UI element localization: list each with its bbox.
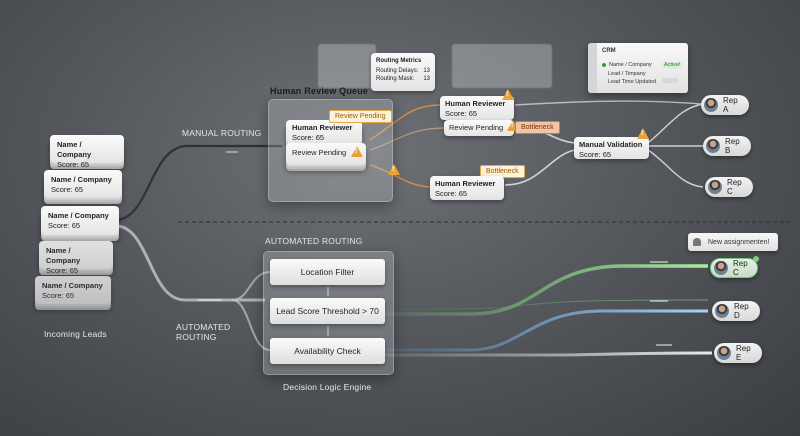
lead-name: Name / Company xyxy=(42,281,103,290)
lead-score: Score: 65 xyxy=(46,266,79,276)
human-review-queue-title: Human Review Queue xyxy=(270,86,369,96)
lead-card[interactable]: Name / Company Score: 65 xyxy=(50,135,124,169)
validation-title: Manual Validation xyxy=(579,140,643,149)
warning-icon: ! xyxy=(507,120,519,131)
rep-c-automated[interactable]: Rep C xyxy=(710,258,758,278)
metric-row: Routing Mask: 13 xyxy=(376,75,430,83)
crm-sidebar xyxy=(588,43,597,93)
notification-text: New assignmenten! xyxy=(708,238,770,246)
metric-row: Routing Delays: 13 xyxy=(376,67,430,75)
warning-icon: ! xyxy=(388,164,400,175)
routing-metrics-title: Routing Metrics xyxy=(376,58,422,64)
background-panel xyxy=(318,44,376,88)
online-indicator-icon xyxy=(753,256,759,262)
crm-card: CRM Name / Company Lead / Timpany Lead T… xyxy=(588,43,688,93)
availability-check-step[interactable]: Availability Check xyxy=(270,338,385,364)
reviewer-title: Human Reviewer xyxy=(292,123,353,132)
avatar xyxy=(717,346,731,360)
location-filter-step[interactable]: Location Filter xyxy=(270,259,385,285)
crm-row: Name / Company xyxy=(602,62,652,68)
metric-value: 13 xyxy=(423,68,430,75)
lead-score: Score: 65 xyxy=(42,291,75,301)
crm-active-tag: Active! xyxy=(662,62,683,68)
lead-score: Score: 65 xyxy=(51,185,84,195)
rep-e[interactable]: Rep E xyxy=(714,343,762,363)
rep-a[interactable]: Rep A xyxy=(701,95,749,115)
validation-score: Score: 65 xyxy=(579,150,612,160)
warning-icon: ! xyxy=(637,128,649,139)
reviewer-score: Score: 65 xyxy=(445,109,478,119)
rep-d[interactable]: Rep D xyxy=(712,301,760,321)
lead-name: Name / Company xyxy=(57,140,92,160)
metric-value: 13 xyxy=(423,76,430,83)
lead-name: Name / Company xyxy=(51,175,112,184)
warning-icon: ! xyxy=(502,89,514,100)
incoming-leads-caption: Incoming Leads xyxy=(44,329,107,339)
avatar xyxy=(708,180,722,194)
automated-routing-title: AUTOMATED ROUTING xyxy=(265,236,363,246)
crm-line: Name / Company xyxy=(609,62,652,68)
rep-name: Rep C xyxy=(727,178,742,196)
bell-icon xyxy=(693,238,701,246)
queue-reviewer-card[interactable]: Human Reviewer Score: 65 xyxy=(286,120,362,144)
automated-side-label-2: ROUTING xyxy=(176,332,217,342)
avatar xyxy=(706,139,720,153)
lead-score: Score: 65 xyxy=(48,221,81,231)
reviewer-card-top[interactable]: Human Reviewer Score: 65 xyxy=(440,96,514,120)
rep-name: Rep E xyxy=(736,344,751,362)
rep-name: Rep D xyxy=(734,302,749,320)
reviewer-status-card[interactable]: Review Pending xyxy=(444,120,514,136)
reviewer-title: Human Reviewer xyxy=(435,179,496,188)
queue-status-card[interactable]: Review Pending xyxy=(286,143,366,165)
manual-validation-card[interactable]: Manual Validation Score: 65 xyxy=(574,137,649,159)
rep-name: Rep A xyxy=(723,96,738,114)
review-status: Review Pending xyxy=(292,148,347,157)
rep-c-manual[interactable]: Rep C xyxy=(705,177,753,197)
rep-b[interactable]: Rep B xyxy=(703,136,751,156)
lead-card[interactable]: Name / Company Score: 65 xyxy=(39,241,113,275)
metric-label: Routing Delays: xyxy=(376,68,419,75)
reviewer-card-bottom[interactable]: Human Reviewer Score: 65 xyxy=(430,176,504,200)
routing-metrics-card: Routing Metrics Routing Delays: 13 Routin… xyxy=(371,53,435,91)
bottleneck-badge: Bottleneck xyxy=(515,121,560,134)
crm-tag xyxy=(662,78,678,83)
reviewer-title: Human Reviewer xyxy=(445,99,506,108)
lead-card[interactable]: Name / Company Score: 65 xyxy=(41,206,119,235)
lead-card[interactable]: Name / Company Score: 65 xyxy=(35,276,111,304)
warning-icon: ! xyxy=(351,146,363,157)
lead-name: Name / Company xyxy=(48,211,109,220)
crm-line: Lead Time Updated xyxy=(608,79,657,85)
decision-logic-engine-caption: Decision Logic Engine xyxy=(283,382,372,392)
avatar xyxy=(714,261,728,275)
rep-name: Rep C xyxy=(733,259,748,277)
new-assignment-notification[interactable]: New assignmenten! xyxy=(688,233,778,251)
review-pending-badge: Review Pending xyxy=(329,110,392,123)
lead-name: Name / Company xyxy=(46,246,81,266)
automated-side-label-1: AUTOMATED xyxy=(176,322,231,332)
manual-routing-label: MANUAL ROUTING xyxy=(182,128,262,138)
lead-score-threshold-step[interactable]: Lead Score Threshold > 70 xyxy=(270,298,385,324)
review-status: Review Pending xyxy=(449,123,504,132)
lead-score: Score: 65 xyxy=(57,160,90,170)
status-dot-icon xyxy=(602,63,606,67)
lead-card[interactable]: Name / Company Score: 65 xyxy=(44,170,122,198)
crm-title: CRM xyxy=(602,48,616,54)
avatar xyxy=(715,304,729,318)
avatar xyxy=(704,98,718,112)
metric-label: Routing Mask: xyxy=(376,76,415,83)
rep-name: Rep B xyxy=(725,137,740,155)
reviewer-score: Score: 65 xyxy=(435,189,468,199)
background-panel xyxy=(452,44,552,88)
reviewer-score: Score: 65 xyxy=(292,133,325,143)
crm-line: Lead / Timpany xyxy=(608,71,646,77)
